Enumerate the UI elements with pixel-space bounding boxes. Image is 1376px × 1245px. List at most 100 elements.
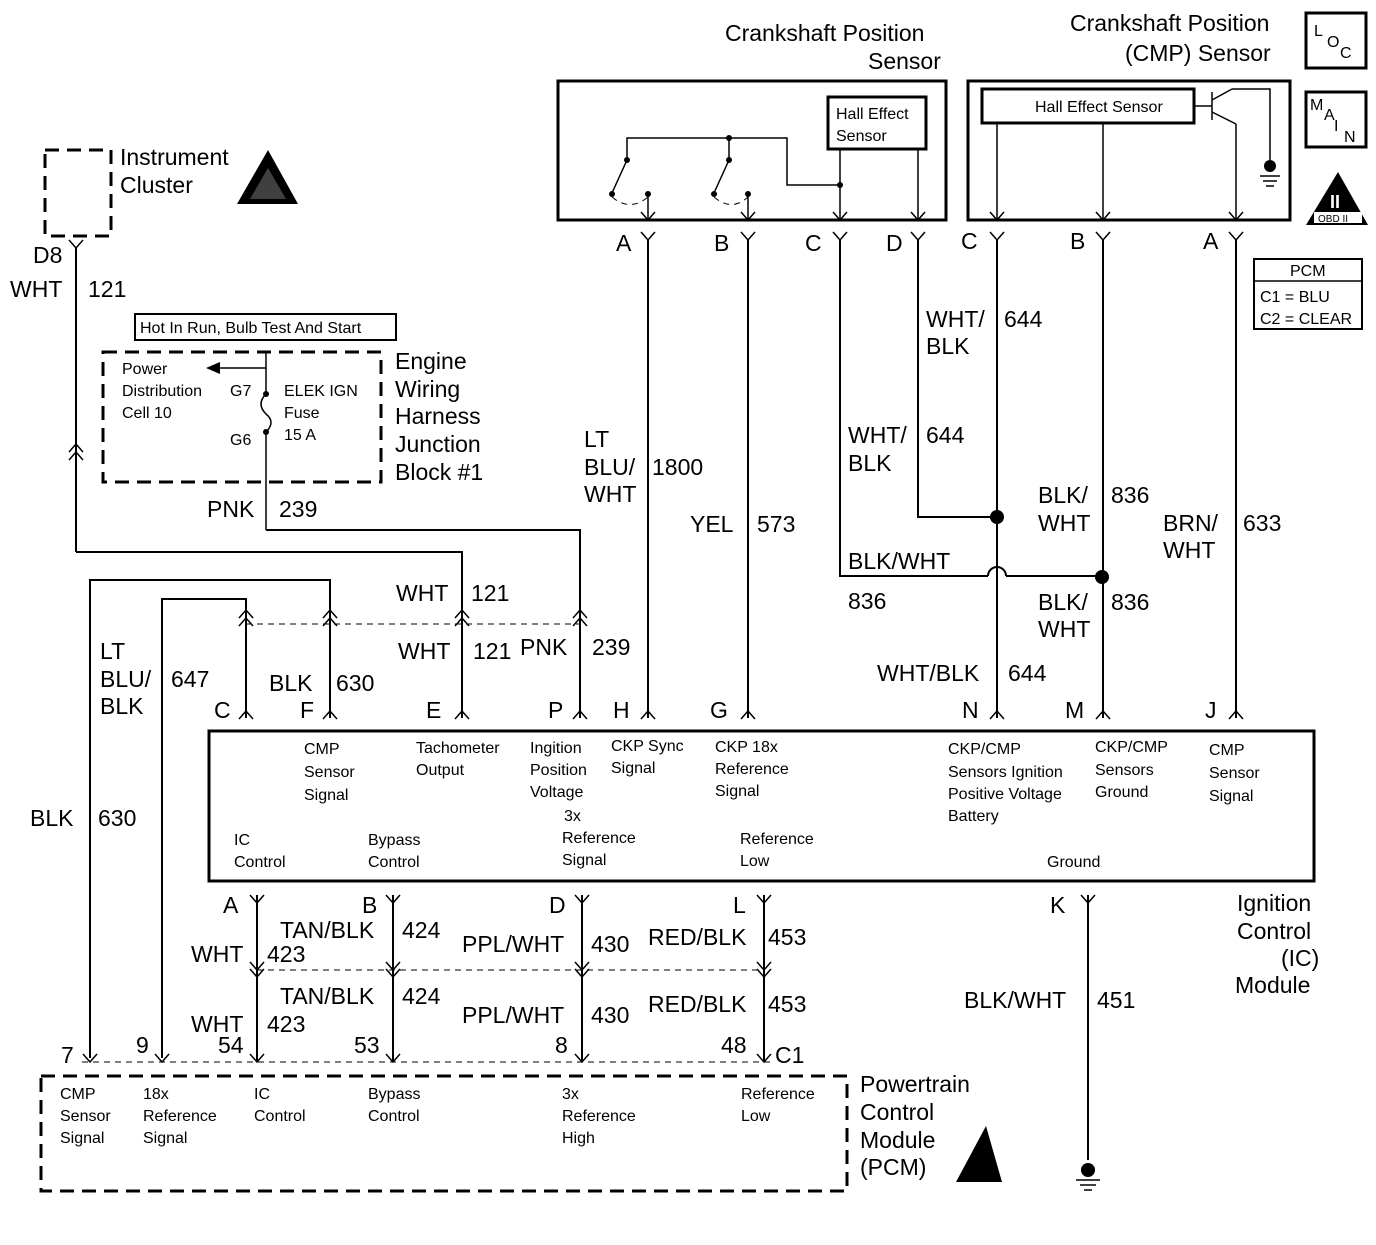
svg-text:Wiring: Wiring (395, 376, 460, 402)
cmp-hall-label: Hall Effect Sensor (1035, 99, 1163, 116)
svg-text:Powertrain: Powertrain (860, 1071, 970, 1097)
svg-text:D: D (886, 230, 903, 256)
svg-text:Sensor: Sensor (1209, 765, 1260, 782)
powertrain-control-module: CMP Sensor Signal 18x Reference Signal I… (39, 1071, 1002, 1193)
svg-text:Ground: Ground (1095, 784, 1148, 801)
svg-text:PPL/WHT: PPL/WHT (462, 931, 564, 957)
svg-text:Output: Output (416, 762, 465, 779)
svg-text:644: 644 (1008, 660, 1047, 686)
svg-text:C: C (1340, 45, 1352, 62)
svg-text:Sensor: Sensor (304, 764, 355, 781)
svg-text:K: K (1050, 892, 1066, 918)
svg-text:7: 7 (61, 1042, 74, 1068)
cmp-sensor: Crankshaft Position (CMP) Sensor Hall Ef… (966, 10, 1292, 222)
svg-text:C: C (961, 228, 978, 254)
svg-text:TAN/BLK: TAN/BLK (280, 917, 375, 943)
svg-text:BLK: BLK (848, 450, 892, 476)
cmp-ground-icon (1264, 160, 1276, 172)
svg-text:453: 453 (768, 924, 806, 950)
svg-text:WHT: WHT (191, 941, 243, 967)
svg-text:BLU/: BLU/ (100, 666, 152, 692)
wire-644-ckp (917, 240, 997, 518)
svg-text:WHT: WHT (191, 1011, 243, 1037)
wire-836-ckp (839, 240, 988, 577)
svg-text:Sensor: Sensor (60, 1108, 111, 1125)
wire-239-route (266, 529, 581, 610)
svg-text:18x: 18x (143, 1086, 169, 1103)
svg-text:239: 239 (592, 634, 630, 660)
junction-block: Hot In Run, Bulb Test And Start Power Di… (101, 313, 483, 530)
svg-text:Low: Low (741, 1108, 771, 1125)
svg-text:Sensors: Sensors (1095, 762, 1154, 779)
svg-text:Reference: Reference (562, 1108, 636, 1125)
svg-text:Battery: Battery (948, 808, 999, 825)
svg-text:G6: G6 (230, 432, 251, 449)
esd-warning-icon (956, 1126, 1002, 1182)
ckp-sensor-title-2: Sensor (868, 48, 941, 74)
svg-text:15 A: 15 A (284, 427, 316, 444)
svg-text:836: 836 (1111, 589, 1149, 615)
ckp-hall-label-2: Sensor (836, 128, 887, 145)
ic-top-connector-letters: C F E P H G N M J (214, 697, 1217, 723)
svg-text:644: 644 (1004, 306, 1043, 332)
svg-text:CKP 18x: CKP 18x (715, 739, 778, 756)
svg-text:WHT: WHT (1038, 616, 1090, 642)
svg-text:BLK/: BLK/ (1038, 589, 1088, 615)
svg-text:M: M (1310, 97, 1323, 114)
svg-text:A: A (1324, 107, 1335, 124)
ckp-hall-effect-box (826, 95, 928, 151)
svg-text:Bypass: Bypass (368, 1086, 420, 1103)
svg-text:CKP Sync: CKP Sync (611, 738, 684, 755)
svg-text:48: 48 (721, 1032, 747, 1058)
svg-text:3x: 3x (562, 1086, 579, 1103)
svg-text:Module: Module (1235, 972, 1310, 998)
svg-text:LT: LT (584, 426, 609, 452)
svg-text:633: 633 (1243, 510, 1281, 536)
svg-text:836: 836 (1111, 482, 1149, 508)
svg-text:Block #1: Block #1 (395, 459, 483, 485)
splice-836 (1095, 570, 1109, 584)
svg-text:IC: IC (254, 1086, 270, 1103)
svg-text:Low: Low (740, 853, 770, 870)
svg-text:424: 424 (402, 917, 441, 943)
svg-text:M: M (1065, 697, 1084, 723)
svg-text:Sensors Ignition: Sensors Ignition (948, 764, 1063, 781)
svg-text:A: A (1203, 228, 1219, 254)
ic-input-wires (89, 579, 588, 1058)
svg-text:Reference: Reference (741, 1086, 815, 1103)
svg-text:WHT: WHT (1038, 510, 1090, 536)
svg-text:B: B (714, 230, 729, 256)
svg-text:121: 121 (471, 580, 509, 606)
svg-text:(IC): (IC) (1281, 945, 1319, 971)
svg-text:G: G (710, 697, 728, 723)
svg-text:430: 430 (591, 1002, 629, 1028)
svg-text:PNK: PNK (520, 634, 568, 660)
svg-text:(PCM): (PCM) (860, 1154, 926, 1180)
svg-text:H: H (613, 697, 630, 723)
ckp-switch-2-arc (713, 196, 749, 205)
svg-text:Reference: Reference (143, 1108, 217, 1125)
splice-644 (990, 510, 1004, 524)
cmp-connector-letters: C B A (961, 228, 1219, 254)
svg-text:CMP: CMP (304, 741, 340, 758)
svg-text:A: A (616, 230, 632, 256)
svg-text:Tachometer: Tachometer (416, 740, 500, 757)
svg-text:C1 = BLU: C1 = BLU (1260, 289, 1330, 306)
svg-text:BLU/: BLU/ (584, 454, 636, 480)
svg-text:G7: G7 (230, 383, 251, 400)
svg-text:239: 239 (279, 496, 317, 522)
svg-text:Ground: Ground (1047, 854, 1100, 871)
svg-text:B: B (362, 892, 377, 918)
svg-text:D: D (549, 892, 566, 918)
svg-text:Control: Control (1237, 918, 1311, 944)
svg-text:J: J (1205, 697, 1217, 723)
svg-text:D8: D8 (33, 242, 62, 268)
svg-text:573: 573 (757, 511, 795, 537)
ic-bottom-connector-letters: A B D L K (223, 892, 1066, 918)
svg-text:C2 = CLEAR: C2 = CLEAR (1260, 311, 1352, 328)
svg-text:Control: Control (254, 1108, 306, 1125)
ckp-sensor-title-1: Crankshaft Position (725, 20, 924, 46)
ckp-switch-2 (713, 159, 730, 194)
svg-text:O: O (1327, 34, 1339, 51)
